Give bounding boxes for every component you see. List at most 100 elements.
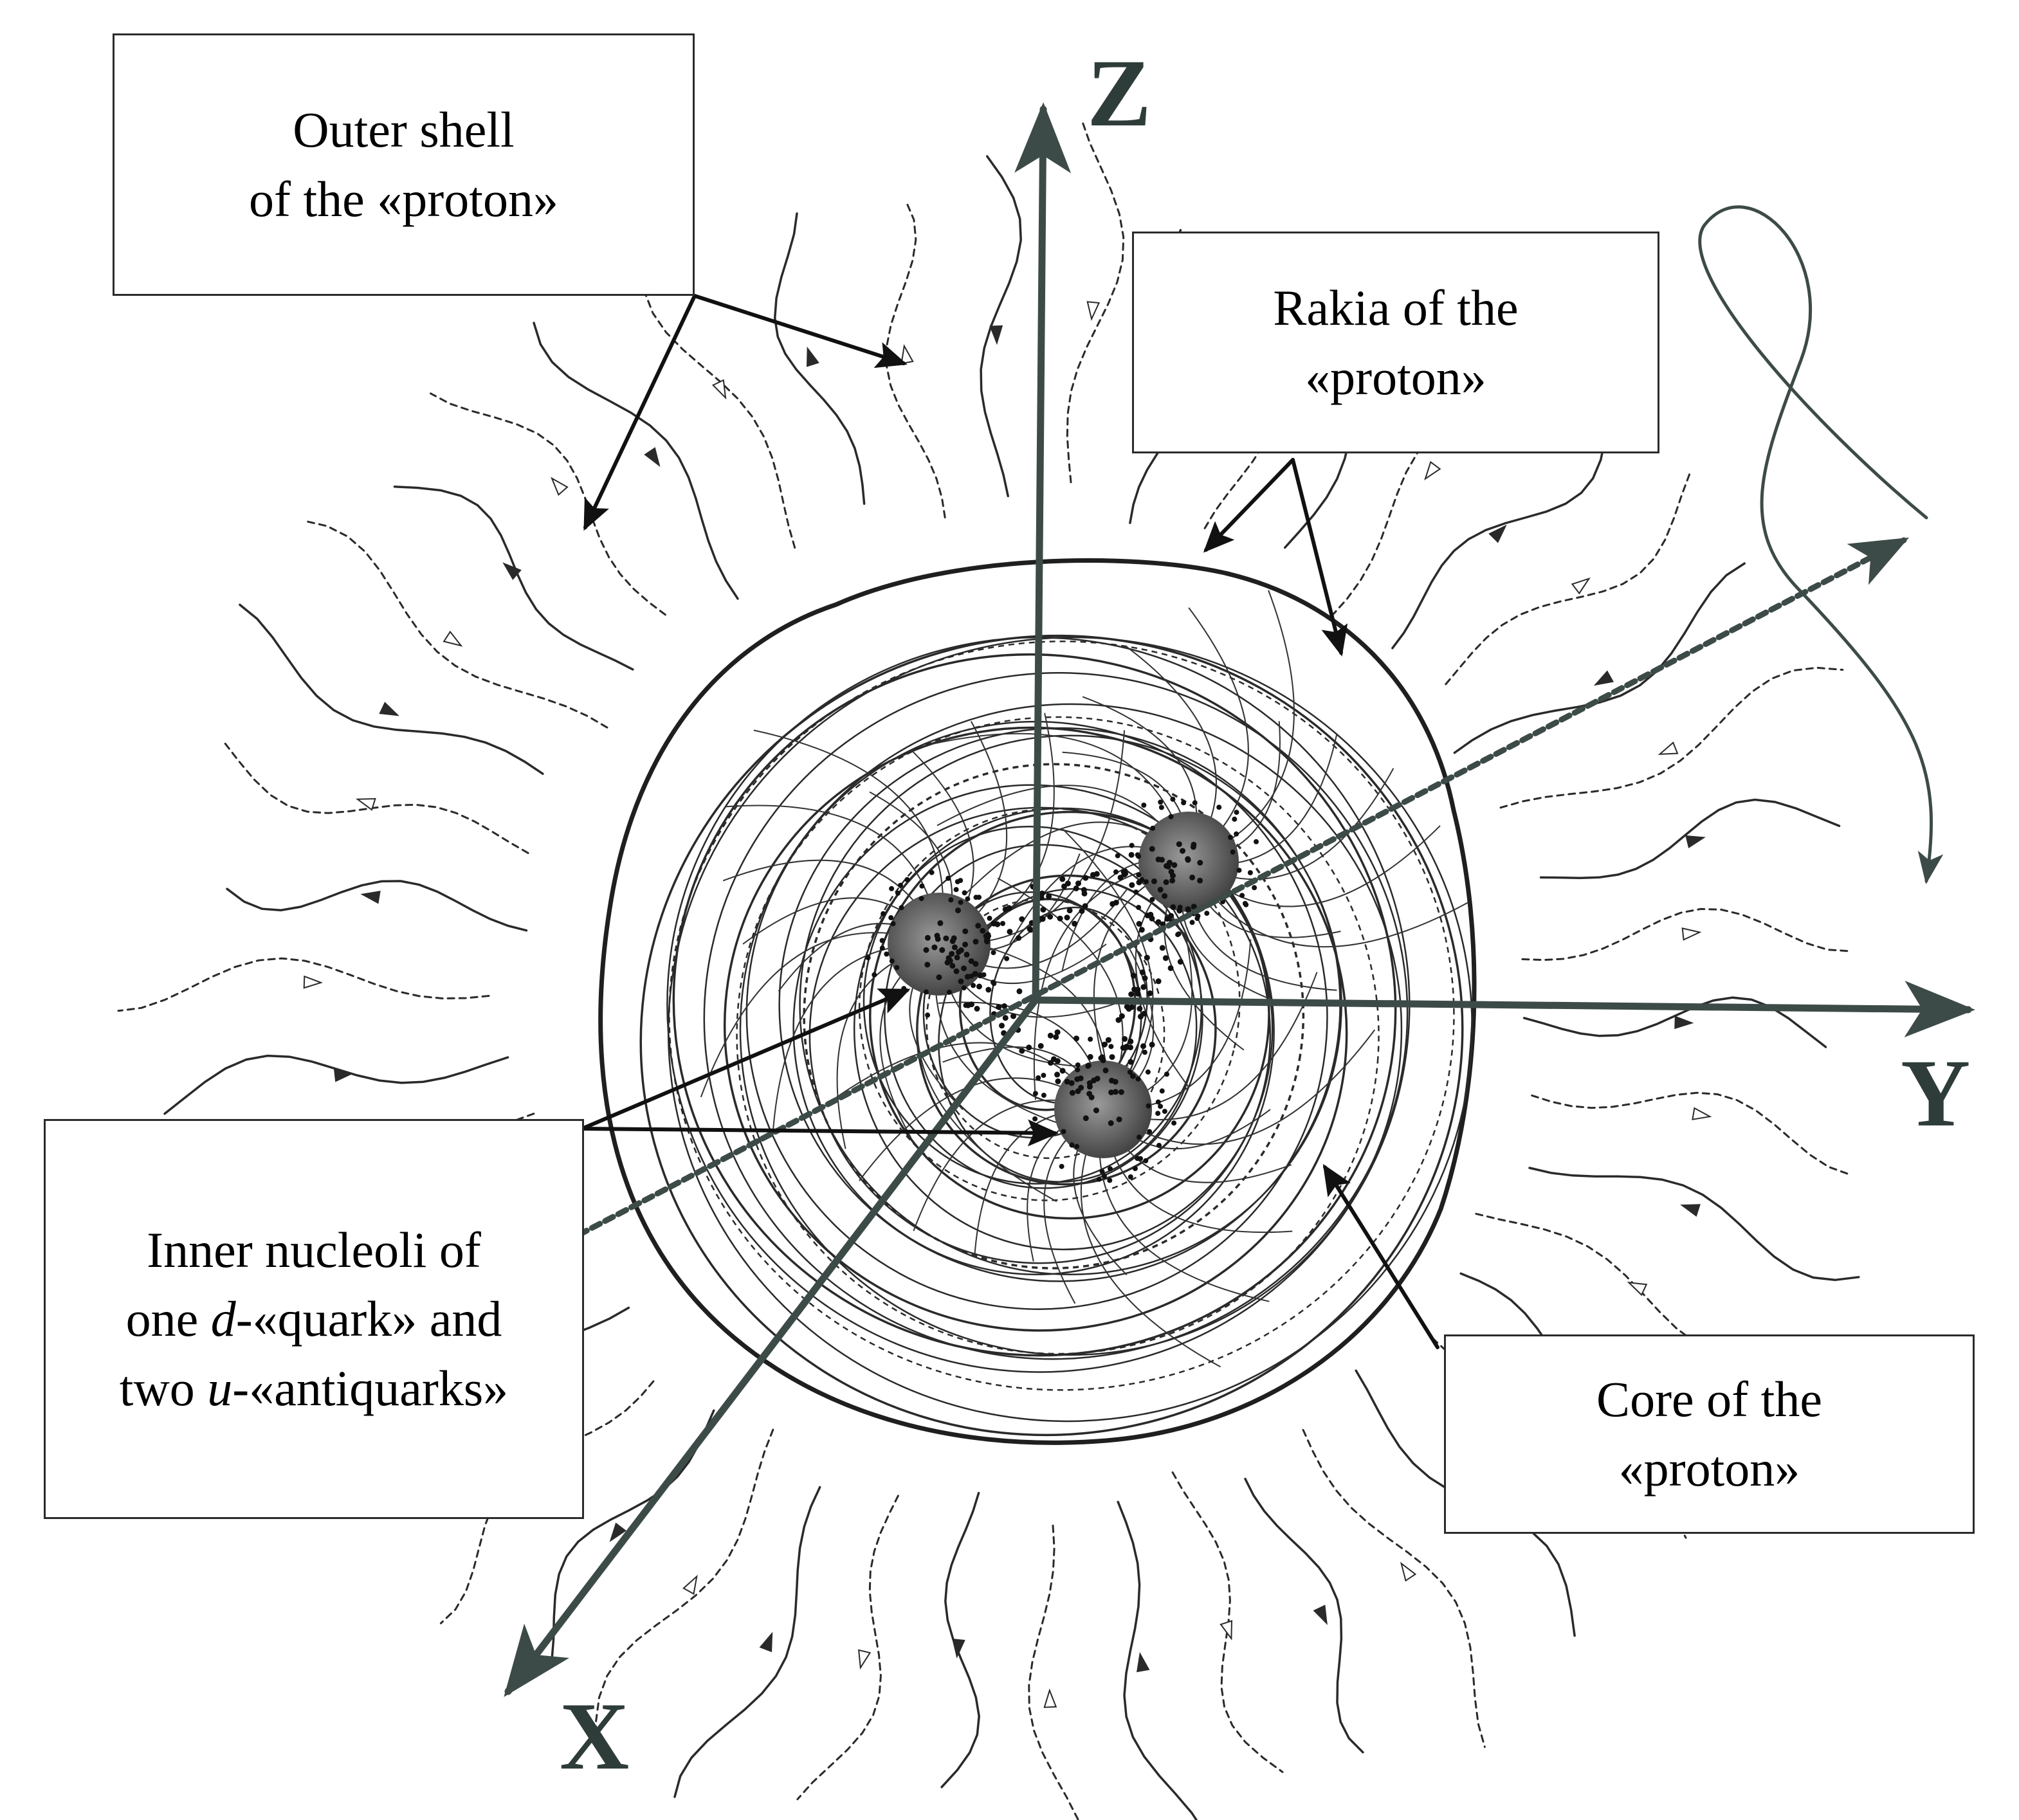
dot	[1170, 796, 1176, 802]
nucleoli-line-3-pre: two	[119, 1360, 208, 1416]
field-direction-arrowhead	[609, 1522, 626, 1542]
dot	[1177, 959, 1183, 965]
dot	[904, 877, 910, 882]
dot	[991, 981, 997, 987]
dot	[999, 1023, 1005, 1029]
field-direction-arrowhead	[303, 975, 324, 989]
dot	[1236, 868, 1242, 873]
field-line-solid	[673, 1486, 821, 1798]
dot	[872, 972, 877, 978]
dot	[1069, 1089, 1075, 1096]
dot	[1064, 880, 1071, 887]
dot	[1064, 1078, 1070, 1085]
dot	[1032, 1091, 1038, 1097]
dot	[1079, 908, 1085, 915]
dot	[889, 886, 895, 891]
dot	[951, 935, 957, 942]
dot	[1074, 1143, 1080, 1149]
dot	[1096, 1176, 1102, 1182]
dot	[1075, 1062, 1081, 1068]
dot	[881, 911, 886, 916]
core-line-1: Core of the	[1596, 1371, 1822, 1428]
field-line-solid	[1244, 1477, 1364, 1754]
dot	[1086, 1084, 1093, 1090]
dot	[1054, 1071, 1061, 1078]
core-shell-ring	[639, 634, 1464, 1437]
dot	[1054, 1058, 1061, 1064]
dot	[1041, 1073, 1046, 1078]
nucleoli-arrow-upper	[580, 988, 911, 1131]
dot	[1139, 877, 1145, 882]
dot	[964, 951, 970, 958]
dot	[1254, 839, 1259, 844]
dot	[894, 965, 900, 970]
dot	[1150, 825, 1156, 831]
dot	[947, 958, 953, 964]
dot	[986, 933, 991, 939]
field-line-solid	[163, 1054, 509, 1115]
rakia-label-box: Rakia of the «proton»	[1132, 232, 1659, 453]
dot	[963, 1003, 969, 1008]
dot	[954, 954, 960, 961]
dot	[1039, 916, 1046, 922]
dot	[1108, 1120, 1114, 1126]
dot	[949, 963, 956, 969]
dot	[1142, 1050, 1147, 1055]
dot	[1072, 920, 1078, 927]
y-axis	[1032, 980, 1975, 1037]
dot	[1165, 864, 1171, 869]
dot	[1083, 1115, 1089, 1122]
dot	[1128, 1038, 1134, 1044]
field-line-dashed	[1302, 1428, 1486, 1748]
dot	[1127, 1069, 1133, 1075]
field-direction-arrowhead	[379, 702, 399, 716]
dot	[1194, 916, 1200, 922]
dot	[996, 1004, 1002, 1010]
dot	[1102, 1067, 1109, 1073]
axis-label-z: Z	[1087, 40, 1152, 147]
dot	[1162, 955, 1169, 961]
dot	[1204, 911, 1210, 916]
dot	[1197, 860, 1203, 866]
dot	[951, 944, 958, 951]
nucleoli-line-2-italic: d	[210, 1291, 236, 1347]
field-line-dashed	[222, 740, 529, 854]
field-direction-arrowhead	[857, 1649, 872, 1670]
dot	[1197, 877, 1203, 884]
nucleoli-line-1: Inner nucleoli of	[147, 1221, 481, 1278]
dot	[1216, 805, 1222, 810]
dot	[1109, 1054, 1115, 1060]
dot	[1171, 862, 1178, 868]
nucleoli-label-box: Inner nucleoli of one d-«quark» and two …	[44, 1119, 584, 1519]
dot	[962, 890, 967, 896]
dot	[1002, 1015, 1009, 1021]
dot	[1252, 885, 1257, 891]
dot	[1128, 851, 1135, 858]
field-line-solid	[533, 322, 739, 600]
dot	[1061, 1129, 1066, 1134]
dot	[1138, 927, 1145, 933]
dot	[976, 983, 982, 990]
dot	[1004, 956, 1010, 961]
dot	[1146, 1103, 1151, 1109]
dot	[1099, 1169, 1105, 1174]
dot	[1107, 1178, 1113, 1183]
core-label-box: Core of the «proton»	[1444, 1334, 1975, 1534]
dot	[1055, 1078, 1061, 1084]
dot	[1156, 1143, 1162, 1148]
dot	[953, 887, 959, 893]
dot	[1064, 915, 1070, 921]
dot	[898, 882, 903, 888]
core-shell-ring	[668, 641, 1455, 1391]
dot	[1140, 984, 1147, 990]
dot	[1098, 1055, 1104, 1061]
dot	[948, 897, 954, 903]
field-direction-arrowhead	[711, 379, 727, 400]
dot	[1007, 929, 1013, 935]
outer-shell-line-2: of the «proton»	[249, 171, 558, 227]
dot	[1129, 1073, 1136, 1079]
dot	[1170, 904, 1176, 910]
core-shell-ring	[958, 898, 1137, 1111]
dot	[984, 938, 991, 945]
dot	[1113, 900, 1119, 905]
